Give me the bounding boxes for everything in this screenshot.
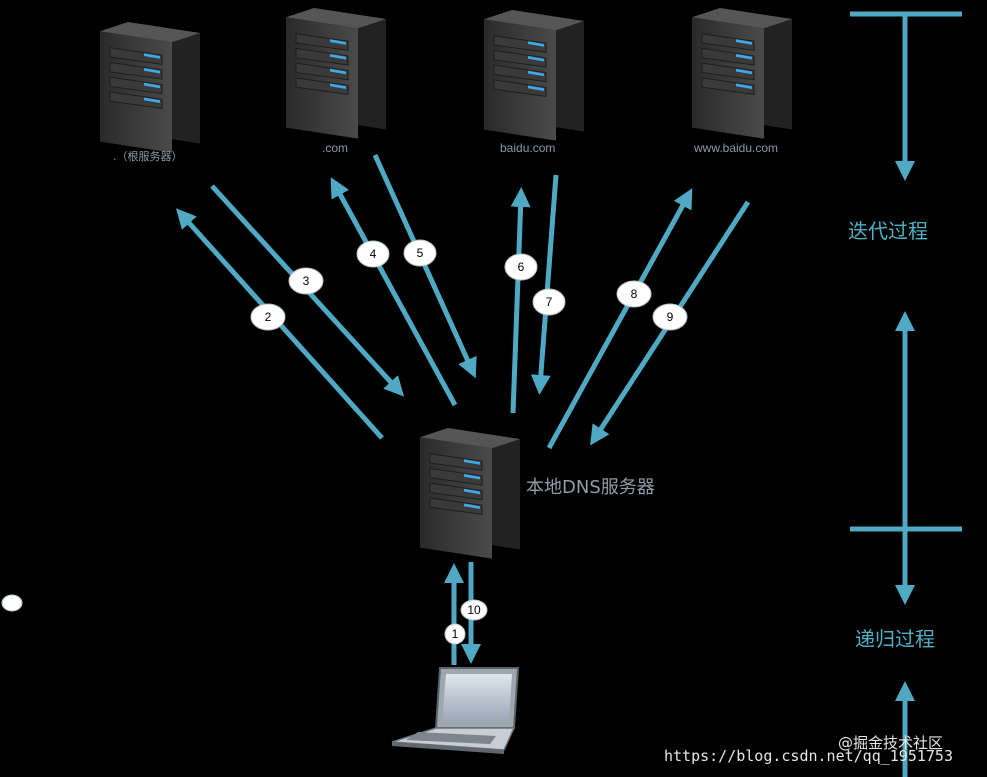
watermark-site: @掘金技术社区 xyxy=(838,734,943,752)
server-baidu-label: baidu.com xyxy=(500,141,555,155)
badge-step-6-label: 6 xyxy=(518,260,525,274)
server-www-icon xyxy=(691,7,793,140)
badge-step-5 xyxy=(403,239,437,267)
server-baidu-icon xyxy=(483,9,585,142)
badge-step-10-label: 10 xyxy=(467,603,481,617)
badge-step-4 xyxy=(356,240,390,268)
badge-step-7 xyxy=(532,288,566,316)
arrow-step-6 xyxy=(510,187,531,414)
arrow-step-7 xyxy=(530,174,559,395)
badge-step-10 xyxy=(460,599,488,621)
badge-step-2 xyxy=(250,303,286,331)
badge-step-5-label: 5 xyxy=(417,246,424,260)
laptop-icon xyxy=(391,667,520,754)
phase-iterative-label: 迭代过程 xyxy=(848,219,928,243)
server-www-label: www.baidu.com xyxy=(693,141,778,155)
local-dns-server-icon xyxy=(419,427,521,560)
badge-step-9-label: 9 xyxy=(667,310,674,324)
badge-step-2-label: 2 xyxy=(265,310,272,324)
arrow-step-4 xyxy=(330,177,458,407)
badge-step-4-label: 4 xyxy=(370,247,377,261)
phase-bar xyxy=(850,11,962,777)
badge-step-9 xyxy=(652,303,688,331)
stray-badge xyxy=(1,594,23,612)
badge-step-3-label: 3 xyxy=(303,274,310,288)
badge-step-1 xyxy=(444,623,466,645)
arrow-step-2 xyxy=(175,208,384,440)
badge-step-7-label: 7 xyxy=(546,295,553,309)
server-com-icon xyxy=(285,7,387,140)
server-root-label: .（根服务器） xyxy=(113,149,183,163)
badge-step-8 xyxy=(616,280,652,308)
server-root-icon xyxy=(99,21,201,154)
local-dns-label: 本地DNS服务器 xyxy=(526,477,655,498)
badge-step-8-label: 8 xyxy=(631,287,638,301)
phase-recursive-label: 递归过程 xyxy=(855,627,935,651)
watermark-url: https://blog.csdn.net/qq_1951753 xyxy=(664,747,953,765)
badge-step-1-label: 1 xyxy=(452,627,459,641)
badge-step-6 xyxy=(504,253,538,281)
arrow-step-8 xyxy=(546,188,693,450)
badge-step-3 xyxy=(288,267,324,295)
server-com-label: .com xyxy=(322,141,348,155)
